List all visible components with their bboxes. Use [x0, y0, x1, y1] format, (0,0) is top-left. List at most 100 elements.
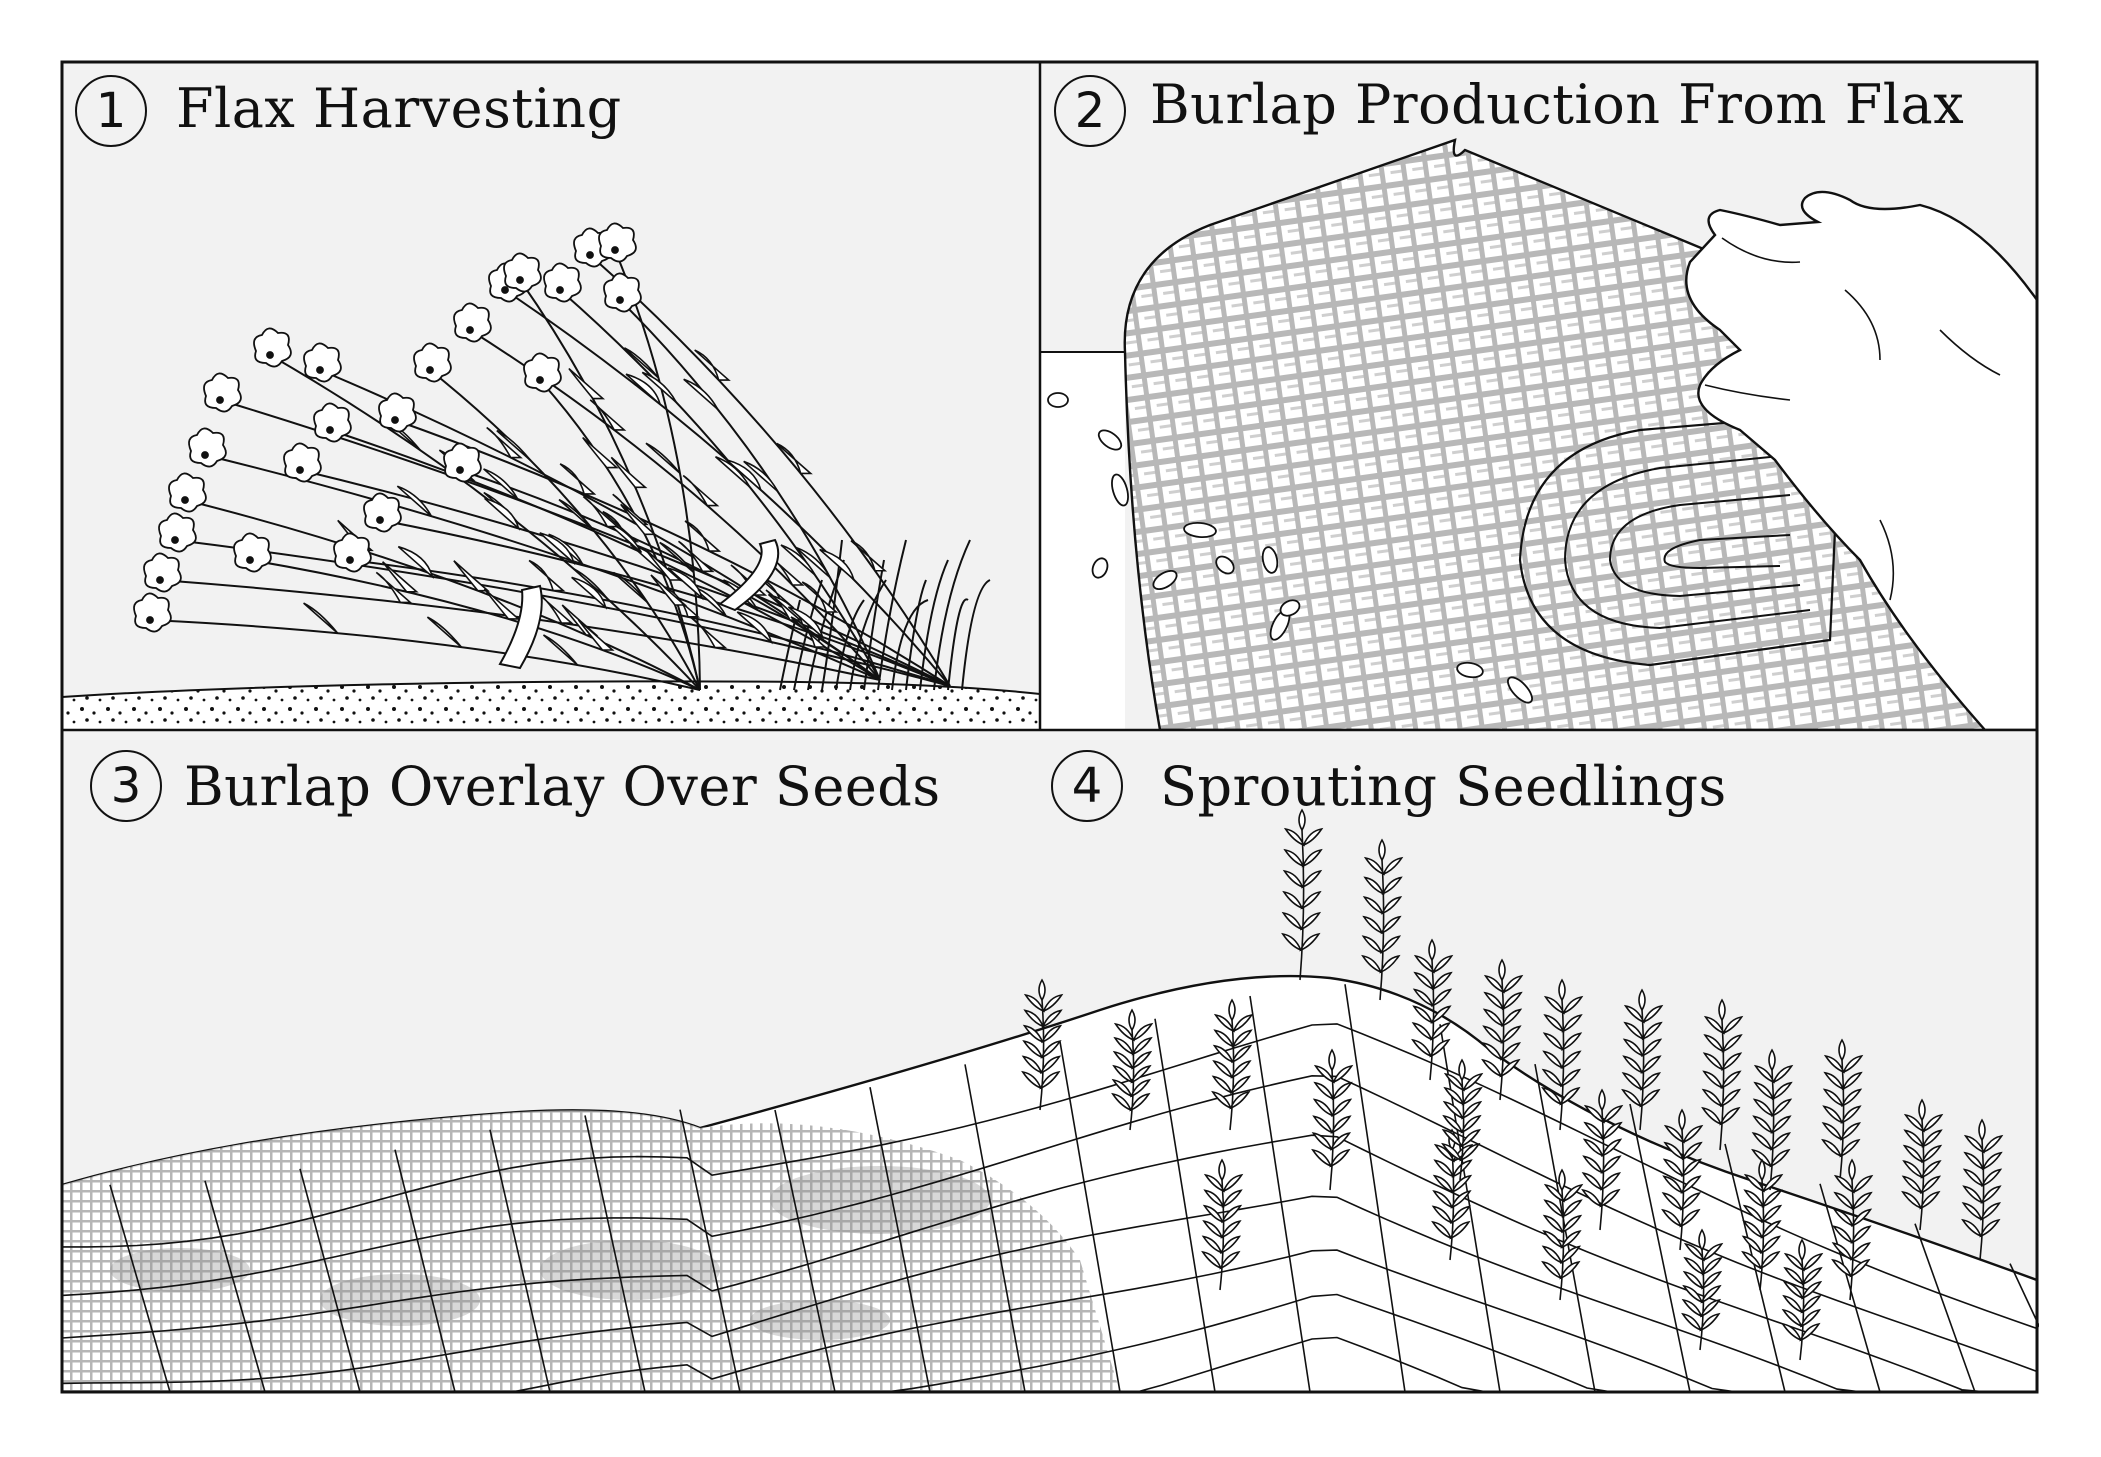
flax-leaf [610, 456, 648, 489]
flax-stem [184, 499, 701, 691]
seed [1215, 555, 1235, 575]
seedling [1361, 838, 1404, 1001]
flax-leaf [568, 367, 606, 400]
grid-line [62, 1249, 2037, 1392]
flax-leaf [682, 474, 720, 507]
flax-leaf [801, 581, 839, 613]
flax-flower [313, 402, 352, 443]
flax-blade [905, 579, 927, 691]
flax-leaf [496, 429, 532, 462]
flax-flower [603, 272, 642, 313]
table-surface [1040, 352, 1125, 730]
seedling [1621, 988, 1664, 1131]
flax-leaf [483, 588, 521, 620]
seed [1111, 473, 1129, 507]
flax-flower [303, 342, 342, 383]
flax-leaf [780, 544, 816, 576]
seedling-icon [1021, 808, 2004, 1361]
flax-leaf [765, 589, 803, 621]
burlap-roll-icon [1040, 138, 2037, 730]
grid-line [1914, 1223, 1976, 1392]
flax-leaf [790, 616, 828, 648]
grid-line [1819, 1183, 1881, 1392]
flax-blade [961, 579, 991, 691]
flax-leaf [623, 347, 660, 379]
roll-spiral [1563, 454, 1811, 630]
bundle-tie-right [717, 538, 780, 612]
grid-line [62, 1293, 2037, 1392]
grid-line [1059, 1041, 1121, 1392]
flax-leaf [396, 485, 433, 517]
hand [1685, 190, 2037, 730]
seed [1091, 557, 1109, 579]
flax-flower [413, 342, 452, 383]
seedling [1781, 1238, 1824, 1361]
flax-leaf [620, 503, 657, 536]
grid-line [394, 1149, 456, 1392]
flax-flower [378, 392, 417, 433]
flax-leaf [375, 571, 413, 604]
flax-flower [283, 442, 322, 483]
soil-ground [61, 680, 1041, 731]
grid-line [489, 1129, 551, 1392]
grid-line [62, 1074, 2038, 1373]
flax-blade [891, 599, 929, 691]
flax-leaf [559, 463, 597, 495]
flax-blade [779, 599, 801, 691]
seedling [1961, 1118, 2004, 1261]
step-2-number: 2 [1054, 75, 1126, 147]
flax-blade [877, 539, 907, 691]
flax-leaf [577, 619, 615, 651]
flax-leaf [483, 468, 519, 500]
flax-leaf [542, 634, 579, 666]
flax-flower [233, 532, 272, 573]
grid-line [584, 1115, 646, 1392]
flax-blade [863, 559, 885, 691]
flax-leaf [571, 576, 608, 610]
flax-leaf [641, 371, 678, 403]
flax-leaf [787, 606, 824, 640]
flax-stem [459, 469, 881, 681]
grid-line [1629, 1103, 1691, 1392]
flax-leaf [819, 548, 856, 582]
flax-leaf [795, 546, 831, 579]
seed [1097, 429, 1123, 451]
flax-stem [394, 419, 951, 687]
flax-flower [453, 302, 492, 343]
flax-leaf [683, 378, 719, 410]
flax-flower [503, 252, 542, 293]
flax-flower [543, 262, 582, 303]
seedling [1681, 1228, 1724, 1351]
flax-leaf [645, 549, 683, 581]
flax-blade [849, 579, 887, 691]
grid-line [1344, 984, 1406, 1392]
flax-flower [523, 352, 562, 393]
flax-flower [598, 222, 637, 263]
seed [1152, 570, 1178, 590]
grid-line [774, 1109, 836, 1392]
flax-leaf [486, 426, 523, 459]
flax-flower [188, 427, 227, 468]
flax-leaf [582, 495, 620, 528]
seedling [1821, 1038, 1864, 1181]
flax-leaf [582, 436, 619, 469]
flax-leaf [850, 540, 888, 572]
flax-flower [333, 532, 372, 573]
flax-leaf [303, 602, 339, 634]
flax-leaf [714, 455, 751, 488]
grid-line [679, 1109, 741, 1392]
seedling [1411, 938, 1454, 1081]
flax-stem [249, 559, 701, 691]
panel-2-title: Burlap Production From Flax [1150, 73, 1965, 136]
flax-leaf [663, 586, 701, 618]
burlap-roll [1518, 418, 1842, 667]
panel-4-title: Sprouting Seedlings [1160, 755, 1727, 818]
seedling [1541, 978, 1584, 1131]
flax-stem [589, 254, 951, 687]
flax-leaf [528, 559, 566, 592]
burlap-overlay-icon [62, 1110, 1120, 1392]
seedling [1581, 1088, 1624, 1231]
seedling [1661, 1108, 1704, 1251]
seedling [1441, 1058, 1484, 1181]
